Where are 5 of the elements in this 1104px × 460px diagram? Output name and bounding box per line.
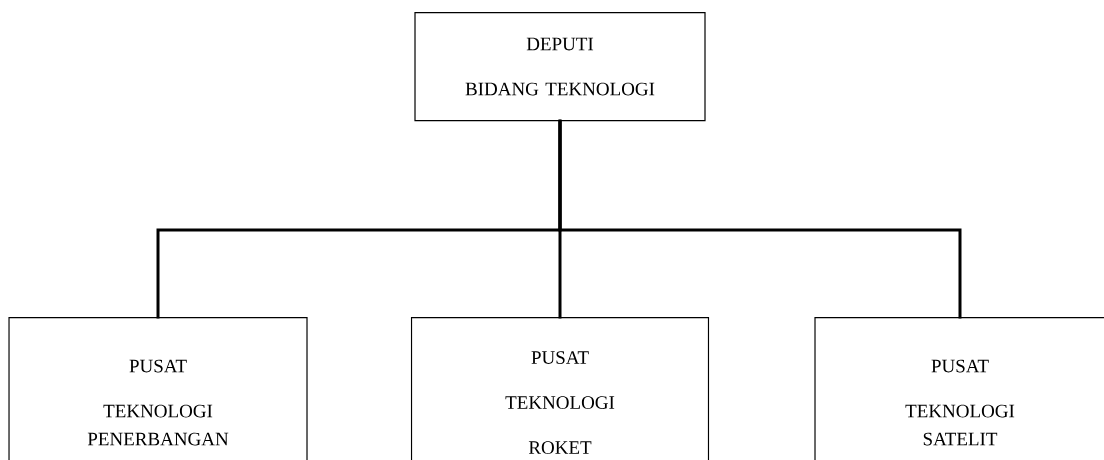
org-box: PUSAT TEKNOLOGI ROKET: [410, 317, 710, 460]
org-box: DEPUTI BIDANG TEKNOLOGI: [414, 12, 706, 122]
connector-line: [558, 119, 962, 319]
org-box: PUSAT TEKNOLOGI PENERBANGAN: [8, 317, 308, 460]
org-box: PUSAT TEKNOLOGI SATELIT: [814, 317, 1104, 460]
